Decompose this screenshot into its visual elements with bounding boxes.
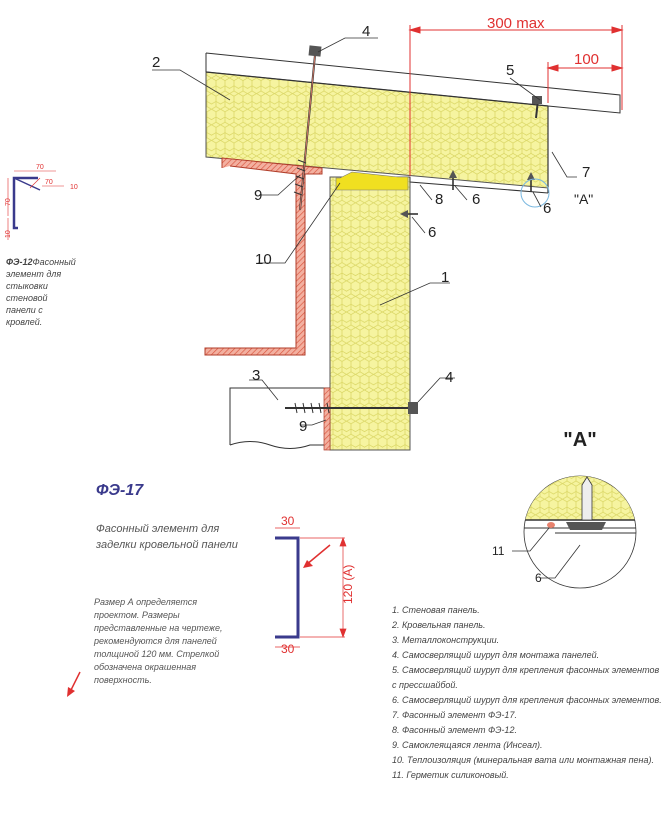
fe17-profile: 30 30 120 (A) — [275, 514, 355, 656]
metal-structure — [229, 387, 331, 451]
legend-item: 5. Самосверлящий шуруп для крепления фас… — [392, 665, 660, 690]
screw-bottom — [285, 402, 418, 414]
fe17-title: ФЭ-17 — [96, 482, 144, 499]
insulation-fill — [335, 171, 409, 191]
callout-6-detail: 6 — [535, 571, 542, 585]
legend: 1. Стеновая панель. 2. Кровельная панель… — [392, 603, 664, 783]
detail-a-marker — [520, 178, 550, 208]
fe12-title: ФЭ-12 — [6, 257, 33, 267]
fe17-dim-30-top: 30 — [281, 514, 295, 528]
legend-item: 10. Теплоизоляция (минеральная вата или … — [392, 755, 654, 765]
dimension-lines — [408, 25, 624, 176]
fe17-subtitle: Фасонный элемент для заделки кровельной … — [96, 523, 238, 551]
detail-a-title: "A" — [563, 429, 596, 451]
callout-6-a: 6 — [472, 191, 480, 208]
fe17-note: Размер А определяется проектом. Размеры … — [94, 597, 223, 685]
fe12-profile: 70 70 10 70 10 — [5, 164, 78, 240]
detail-a-ref: "A" — [574, 191, 593, 207]
fe12-dim-10a: 10 — [70, 184, 78, 191]
legend-item: 4. Самосверлящий шуруп для монтажа панел… — [392, 650, 600, 660]
legend-item: 11. Герметик силиконовый. — [392, 770, 509, 780]
fe17-dim-120: 120 (A) — [341, 565, 355, 604]
callout-3: 3 — [252, 367, 260, 384]
wall-panel — [329, 171, 411, 451]
callout-5: 5 — [506, 62, 514, 79]
callout-9-top: 9 — [254, 187, 262, 204]
legend-item: 8. Фасонный элемент ФЭ-12. — [392, 725, 517, 735]
screw-6-set — [400, 170, 535, 218]
callout-7: 7 — [582, 164, 590, 181]
callout-11: 11 — [492, 544, 505, 558]
fe12-dim-70a: 70 — [36, 164, 44, 171]
dim-100-label: 100 — [574, 51, 599, 68]
callout-2: 2 — [152, 54, 160, 71]
detail-a: "A" 11 6 — [492, 429, 637, 589]
callout-4-bottom: 4 — [445, 369, 453, 386]
fe12-caption: ФЭ-12Фасонный элемент для стыковки стено… — [6, 256, 76, 328]
legend-item: 9. Самоклеящаяся лента (Инсеал). — [392, 740, 543, 750]
callout-1: 1 — [441, 269, 449, 286]
flashing-fe12 — [204, 106, 549, 356]
callout-6-c: 6 — [543, 200, 551, 217]
fe12-desc: Фасонный элемент для стыковки стеновой п… — [6, 257, 76, 327]
legend-item: 3. Металлоконструкции. — [392, 635, 500, 645]
callout-4-top: 4 — [362, 23, 370, 40]
callout-8: 8 — [435, 191, 443, 208]
dim-300-label: 300 max — [487, 15, 545, 32]
fe12-dim-10b: 10 — [5, 230, 12, 238]
fe12-dim-70b: 70 — [45, 179, 53, 186]
callout-10: 10 — [255, 251, 272, 268]
sealing-tape — [323, 387, 331, 451]
screw-top — [293, 45, 322, 211]
fe12-dim-70c: 70 — [5, 198, 12, 206]
legend-item: 6. Самосверлящий шуруп для крепления фас… — [392, 695, 662, 705]
legend-item: 1. Стеновая панель. — [392, 605, 480, 615]
painted-surface-arrow — [67, 671, 81, 697]
legend-item: 7. Фасонный элемент ФЭ-17. — [392, 710, 517, 720]
legend-item: 2. Кровельная панель. — [392, 620, 486, 630]
screw-5 — [532, 96, 542, 119]
callout-9-bottom: 9 — [299, 418, 307, 435]
callout-leaders — [152, 37, 577, 426]
fe17-dim-30-bottom: 30 — [281, 642, 295, 656]
callout-6-b: 6 — [428, 224, 436, 241]
